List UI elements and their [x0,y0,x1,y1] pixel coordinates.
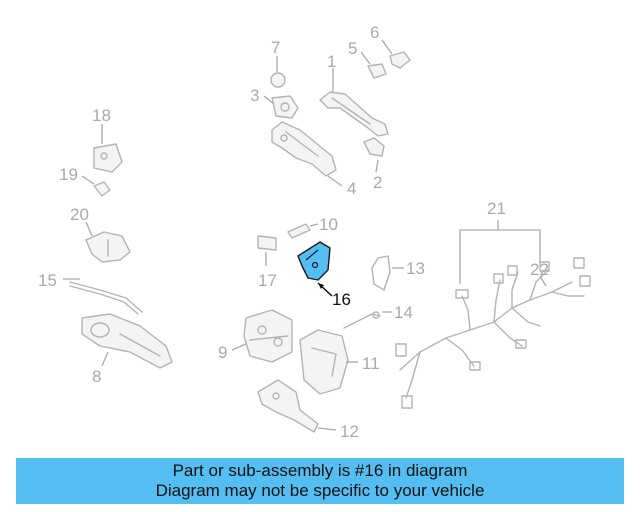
part-21-wiring-harness[interactable] [395,257,591,409]
part-10-screw[interactable] [287,223,311,239]
part-info-banner: Part or sub-assembly is #16 in diagram D… [16,458,624,504]
part-11-latch[interactable] [299,329,349,395]
part-3-gasket[interactable] [271,95,299,119]
banner-disclaimer-line: Diagram may not be specific to your vehi… [155,481,485,500]
part-6-clip[interactable] [389,51,411,69]
label-19: 19 [59,165,78,184]
part-5-clip[interactable] [367,63,387,79]
part-8-inner-handle[interactable] [81,313,173,369]
label-8: 8 [92,367,101,386]
label-10: 10 [319,215,338,234]
label-16: 16 [332,290,351,309]
label-13: 13 [406,259,425,278]
part-4-handle-frame[interactable] [271,121,337,177]
part-17-bolt[interactable] [257,235,277,251]
label-12: 12 [340,422,359,441]
label-4: 4 [347,179,356,198]
label-9: 9 [218,343,227,362]
label-2: 2 [373,173,382,192]
label-18: 18 [92,106,111,125]
part-2-handle-cap[interactable] [363,137,385,157]
label-1: 1 [327,52,336,71]
part-16-striker-highlighted[interactable] [297,241,331,281]
label-17: 17 [258,271,277,290]
label-20: 20 [70,205,89,224]
label-7: 7 [271,38,280,57]
label-15: 15 [38,271,57,290]
part-15-cable[interactable] [69,281,143,315]
label-22: 22 [530,260,549,279]
part-19-bolt[interactable] [93,181,111,197]
part-7-plug[interactable] [270,72,286,88]
label-3: 3 [250,86,259,105]
part-9-lock-actuator[interactable] [243,309,293,363]
part-13-seal[interactable] [371,255,391,291]
part-14-rod[interactable] [343,311,381,329]
part-1-outer-handle[interactable] [319,91,389,137]
part-12-link[interactable] [257,379,319,433]
parts-diagram: 1 2 3 4 5 6 7 18 19 [38,23,591,441]
part-20-lock-rod[interactable] [85,231,131,263]
label-11: 11 [362,354,380,373]
banner-part-line: Part or sub-assembly is #16 in diagram [172,461,468,480]
part-18-bracket[interactable] [93,143,123,173]
label-6: 6 [370,23,379,42]
label-21: 21 [487,199,506,218]
label-5: 5 [348,39,357,58]
label-14: 14 [394,303,413,322]
